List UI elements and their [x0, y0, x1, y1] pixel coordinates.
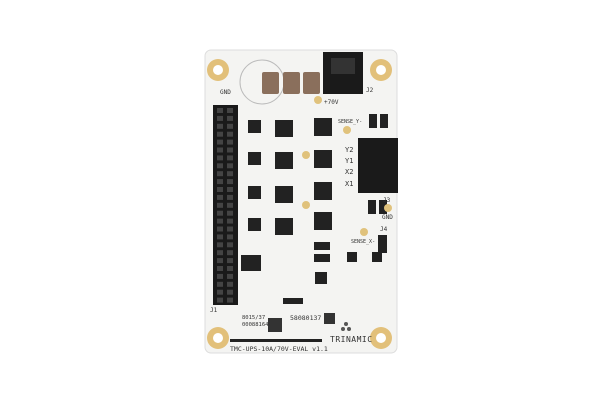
header-pin	[217, 123, 223, 129]
header-pin	[217, 297, 223, 303]
ceramic-capacitors	[262, 72, 320, 94]
serial-1: 8015/37	[242, 315, 265, 321]
trinamic-logo-icon	[341, 322, 351, 331]
label-j1: J1	[210, 307, 218, 314]
header-pin	[227, 210, 233, 216]
header-pin	[227, 194, 233, 200]
header-pin	[227, 155, 233, 161]
label-x1: X1	[345, 180, 353, 188]
part-number: 58080137	[290, 314, 321, 322]
header-pin	[217, 194, 223, 200]
header-pin	[227, 171, 233, 177]
header-pin	[217, 226, 223, 232]
header-pin	[217, 147, 223, 153]
label-70v: +70V	[324, 99, 339, 106]
mounting-holes	[207, 59, 392, 349]
header-pin	[227, 115, 233, 121]
silkscreen-bar	[230, 339, 322, 342]
header-pin	[227, 187, 233, 192]
header-pin	[217, 108, 223, 113]
header-pin	[217, 218, 223, 224]
label-j2: J2	[366, 87, 374, 94]
header-pin	[217, 289, 223, 295]
j1-header	[213, 105, 238, 305]
header-pin	[227, 202, 233, 208]
header-pin	[217, 179, 223, 185]
header-pin	[227, 123, 233, 129]
label-gnd-right: GND	[382, 214, 393, 221]
header-pin	[217, 266, 223, 271]
header-pin	[227, 289, 233, 295]
header-pin	[227, 234, 233, 240]
label-x2: X2	[345, 168, 353, 176]
header-pin	[227, 258, 233, 264]
header-pin	[217, 281, 223, 287]
label-j4: J4	[380, 226, 388, 233]
header-pin	[227, 297, 233, 303]
qr-code	[324, 313, 335, 324]
label-sense-y: SENSE_Y-	[338, 119, 362, 125]
motor-connector	[358, 138, 398, 193]
test-points	[302, 96, 392, 236]
header-pin	[217, 234, 223, 240]
label-sense-x: SENSE_X-	[351, 239, 375, 245]
header-pin	[217, 131, 223, 137]
mosfets	[241, 114, 388, 304]
header-pin	[217, 250, 223, 256]
header-pin	[227, 108, 233, 113]
label-j3: J3	[383, 197, 391, 204]
board-name: TMC-UPS-10A/70V-EVAL v1.1	[230, 345, 328, 353]
brand-text: TRINAMIC	[330, 335, 373, 344]
header-pin	[217, 258, 223, 264]
header-pin	[227, 163, 233, 169]
header-pin	[227, 273, 233, 279]
header-pin	[227, 226, 233, 232]
header-pin	[217, 115, 223, 121]
header-pin	[217, 187, 223, 192]
label-y1: Y1	[345, 157, 353, 165]
qr-code	[268, 318, 282, 332]
header-pin	[217, 163, 223, 169]
header-pin	[227, 242, 233, 248]
header-pin	[217, 210, 223, 216]
header-pin	[227, 139, 233, 145]
header-pin	[217, 273, 223, 279]
header-pin	[227, 250, 233, 256]
header-pin	[227, 179, 233, 185]
header-pin	[217, 242, 223, 248]
header-pin	[227, 131, 233, 137]
header-pin	[217, 202, 223, 208]
header-pin	[217, 139, 223, 145]
header-pin	[217, 171, 223, 177]
header-pin	[227, 218, 233, 224]
label-gnd: GND	[220, 89, 231, 96]
header-pin	[227, 266, 233, 271]
label-y2: Y2	[345, 146, 353, 154]
serial-2: 00088164	[242, 322, 269, 328]
header-pin	[217, 155, 223, 161]
header-pin	[227, 281, 233, 287]
header-pin	[227, 147, 233, 153]
